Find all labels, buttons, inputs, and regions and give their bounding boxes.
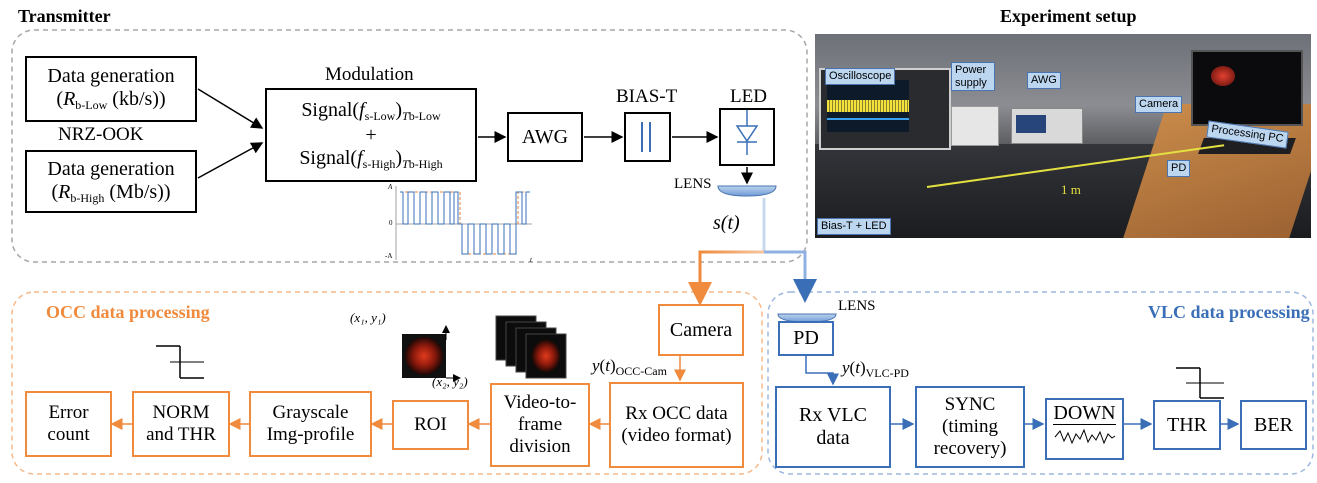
- occ-frame: [11, 291, 763, 475]
- led-box: [719, 108, 775, 166]
- sync-line2: (timing: [942, 416, 998, 438]
- norm-thr-box: NORM and THR: [132, 391, 230, 457]
- err-line1: Error: [48, 402, 89, 424]
- occ-threshold-icon: [156, 345, 204, 379]
- vlc-processing-title: VLC data processing: [1148, 302, 1310, 322]
- led-label: LED: [730, 86, 767, 107]
- monitor-spot: [1211, 66, 1235, 86]
- pd-box: PD: [778, 321, 834, 356]
- experiment-setup-photo: Oscilloscope Power supply AWG Camera Pro…: [815, 34, 1311, 238]
- arrow-datagen-high: [197, 142, 264, 179]
- norm-line1: NORM: [152, 402, 210, 424]
- arrow-datagen-low: [197, 88, 264, 129]
- modulation-box: Signal(fs-Low)Tb-Low + Signal(fs-High)Tb…: [265, 88, 477, 182]
- signal-low-formula: Signal(fs-Low)Tb-Low: [301, 98, 441, 123]
- datagen-high-rate: (Rb-High (Mb/s)): [51, 180, 171, 205]
- wave-axis-t: t: [530, 256, 532, 264]
- photo-monitor: [1191, 50, 1303, 126]
- nrz-ook-label: NRZ-OOK: [58, 124, 144, 145]
- wave-axis-bottom: -A: [385, 252, 393, 260]
- camera-box: Camera: [658, 304, 744, 356]
- rx-lens-label: LENS: [838, 298, 876, 314]
- roi-box: ROI: [392, 400, 469, 450]
- roi-spot-image: [402, 325, 461, 382]
- video-line1: Video-to-: [503, 392, 577, 414]
- photo-awg: [1011, 108, 1083, 144]
- datagen-high-label: Data generation: [47, 157, 175, 180]
- tx-lens-icon: [717, 185, 777, 197]
- nrz-waveform-plot: [395, 186, 532, 260]
- s-t-label: s(t): [713, 212, 740, 234]
- video-line2: frame: [517, 414, 563, 436]
- experiment-setup-title: Experiment setup: [1000, 6, 1137, 26]
- rx-vlc-box: Rx VLC data: [775, 386, 891, 468]
- photo-label-distance: 1 m: [1061, 182, 1081, 197]
- datagen-high-box: Data generation (Rb-High (Mb/s)): [25, 150, 197, 213]
- down-label: DOWN: [1053, 402, 1116, 425]
- down-box: DOWN: [1045, 398, 1124, 460]
- transmitter-title: Transmitter: [18, 6, 111, 26]
- photo-power-supply: [951, 106, 999, 146]
- beam-to-camera: [688, 250, 764, 306]
- awg-box: AWG: [507, 112, 583, 162]
- y-vlc-label: y(t)VLC-PD: [842, 358, 909, 380]
- grayscale-box: Grayscale Img-profile: [249, 391, 372, 457]
- video-frame-box: Video-to- frame division: [490, 383, 590, 467]
- photo-label-awg: AWG: [1027, 72, 1061, 89]
- datagen-low-box: Data generation (Rb-Low (kb/s)): [25, 56, 197, 122]
- tx-lens-label: LENS: [674, 176, 712, 192]
- sync-box: SYNC (timing recovery): [915, 386, 1025, 468]
- datagen-low-label: Data generation: [47, 65, 175, 88]
- awg-screen: [1016, 115, 1046, 133]
- photo-label-camera: Camera: [1135, 96, 1183, 113]
- photo-label-power-supply: Power supply: [951, 62, 995, 92]
- scope-screen: [827, 80, 909, 132]
- error-count-box: Error count: [25, 391, 112, 457]
- rx-vlc-line2: data: [816, 427, 850, 449]
- photo-label-pd: PD: [1167, 160, 1191, 177]
- ber-box: BER: [1240, 400, 1307, 450]
- sync-line1: SYNC: [944, 394, 996, 416]
- signal-high-formula: Signal(fs-High)Tb-High: [299, 146, 443, 171]
- norm-line2: and THR: [146, 424, 216, 445]
- gray-line1: Grayscale: [272, 402, 349, 424]
- gray-line2: Img-profile: [266, 424, 355, 445]
- vlc-frame: [767, 291, 1314, 475]
- err-line2: count: [47, 424, 90, 445]
- scope-trace-blue: [827, 118, 909, 120]
- plus-sign: +: [365, 123, 377, 146]
- video-frames-stack: [495, 315, 567, 379]
- led-diode-icon: [735, 110, 759, 155]
- y-occ-label: y(t)OCC-Cam: [592, 356, 667, 378]
- datagen-low-rate: (Rb-Low (kb/s)): [56, 88, 166, 113]
- wave-axis-top: A: [388, 183, 393, 191]
- waveform-high-solid: [400, 191, 530, 255]
- rx-occ-box: Rx OCC data (video format): [609, 382, 744, 468]
- coord-top-label: (x₁, y₁): [350, 310, 386, 325]
- rx-vlc-line1: Rx VLC: [799, 404, 867, 426]
- scope-trace-yellow: [827, 100, 909, 112]
- rx-occ-line2: (video format): [621, 425, 732, 446]
- bias-t-box: [624, 112, 671, 162]
- photo-label-bias-led: Bias-T + LED: [817, 218, 891, 235]
- photo-label-oscilloscope: Oscilloscope: [825, 68, 896, 85]
- coord-bottom-label: (x₂, y₂): [432, 374, 468, 389]
- thr-box: THR: [1153, 400, 1221, 450]
- vlc-threshold-icon: [1176, 367, 1224, 399]
- arrow-pd-rxvlc: [805, 356, 839, 386]
- rx-occ-line1: Rx OCC data: [625, 403, 728, 425]
- beam-to-pd: [764, 250, 817, 303]
- occ-processing-title: OCC data processing: [46, 302, 210, 322]
- video-line3: division: [509, 435, 571, 457]
- bias-t-label: BIAS-T: [616, 86, 678, 107]
- sync-line3: recovery): [933, 437, 1007, 459]
- modulation-label: Modulation: [325, 64, 414, 85]
- wave-axis-zero: 0: [389, 219, 393, 227]
- down-noise-icon: [1054, 428, 1115, 445]
